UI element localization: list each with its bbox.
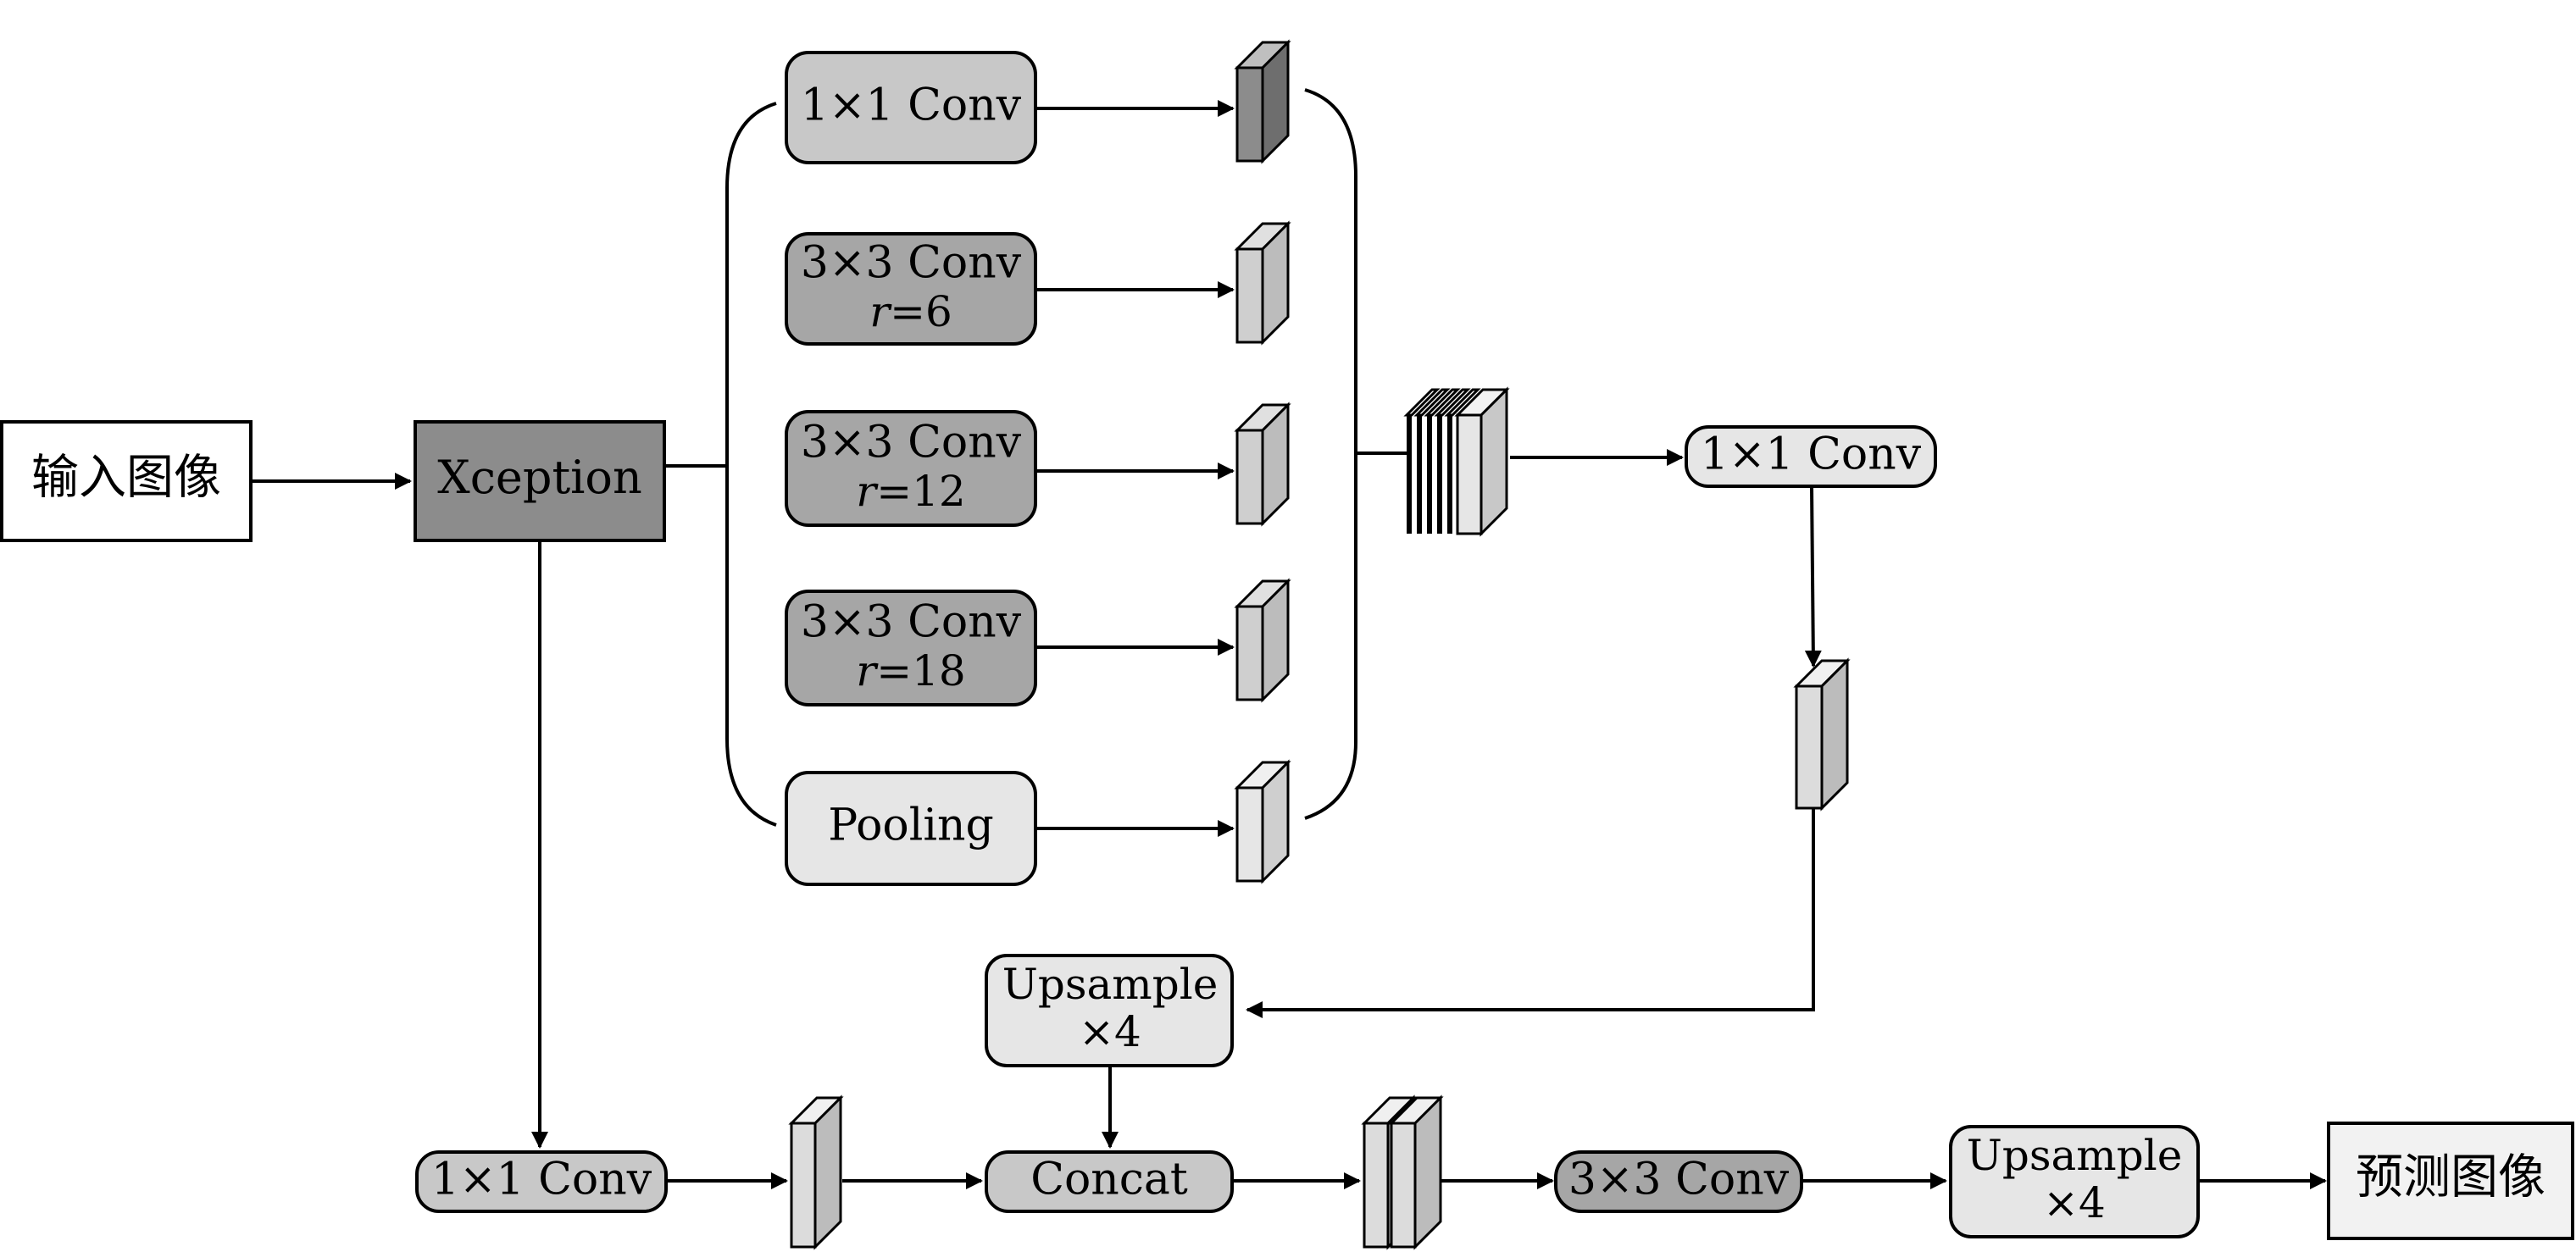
aspp-conv12-rate: r=12 [856,467,965,516]
aspp-conv18-label: 3×3 Conv [801,597,1022,648]
final-conv-label: 3×3 Conv [1568,1155,1790,1205]
feature-map-pooling [1234,759,1291,884]
arrow-feature-to-upsample1 [1246,808,1815,1018]
upsample2-label: Upsample [1967,1131,2183,1180]
input-label: 输入图像 [31,451,221,506]
aspp-conv12-node: 3×3 Conv r=12 [785,410,1037,527]
concat-feature-stack [1361,1094,1444,1250]
aspp-right-bracket [1304,88,1357,820]
arrow-mergeconv-to-feature [1804,485,1822,668]
xception-node: Xception [414,420,666,542]
feature-map-conv6 [1234,220,1291,346]
aspp-conv12-label: 3×3 Conv [801,418,1022,468]
upsample1-node: Upsample ×4 [985,954,1234,1067]
aspp-conv18-node: 3×3 Conv r=18 [785,590,1037,706]
low-conv-label: 1×1 Conv [431,1155,652,1205]
aspp-conv18-rate: r=18 [856,646,965,695]
input-node: 输入图像 [0,420,253,542]
concat-node: Concat [985,1150,1234,1213]
upsample2-scale: ×4 [2043,1178,2106,1227]
aspp-feature-maps [1234,39,1291,884]
low-conv-node: 1×1 Conv [415,1150,668,1213]
connectors [251,100,2327,1189]
concat-label: Concat [1030,1155,1188,1205]
xception-label: Xception [437,451,641,504]
feature-map-conv1 [1234,39,1291,164]
feature-map-low [788,1094,844,1250]
merge-conv-node: 1×1 Conv [1685,425,1937,488]
aspp-conv6-label: 3×3 Conv [801,238,1022,289]
aspp-conv6-rate: r=6 [869,287,952,336]
output-label: 预测图像 [2356,1150,2545,1205]
feature-map-merge [1793,657,1851,812]
merge-conv-label: 1×1 Conv [1701,429,1922,480]
feature-map-conv18 [1234,578,1291,703]
aspp-conv6-node: 3×3 Conv r=6 [785,232,1037,346]
final-conv-node: 3×3 Conv [1554,1150,1803,1213]
feature-map-conv12 [1234,402,1291,527]
upsample1-scale: ×4 [1079,1007,1141,1056]
pooling-label: Pooling [828,801,994,851]
upsample2-node: Upsample ×4 [1949,1125,2200,1238]
aspp-conv1-node: 1×1 Conv [785,51,1037,164]
aspp-conv1-label: 1×1 Conv [801,80,1022,131]
pooling-node: Pooling [785,771,1037,886]
output-node: 预测图像 [2327,1122,2574,1240]
upsample1-label: Upsample [1002,960,1219,1009]
aspp-concat-stack [1403,386,1510,537]
aspp-left-bracket [725,102,777,827]
